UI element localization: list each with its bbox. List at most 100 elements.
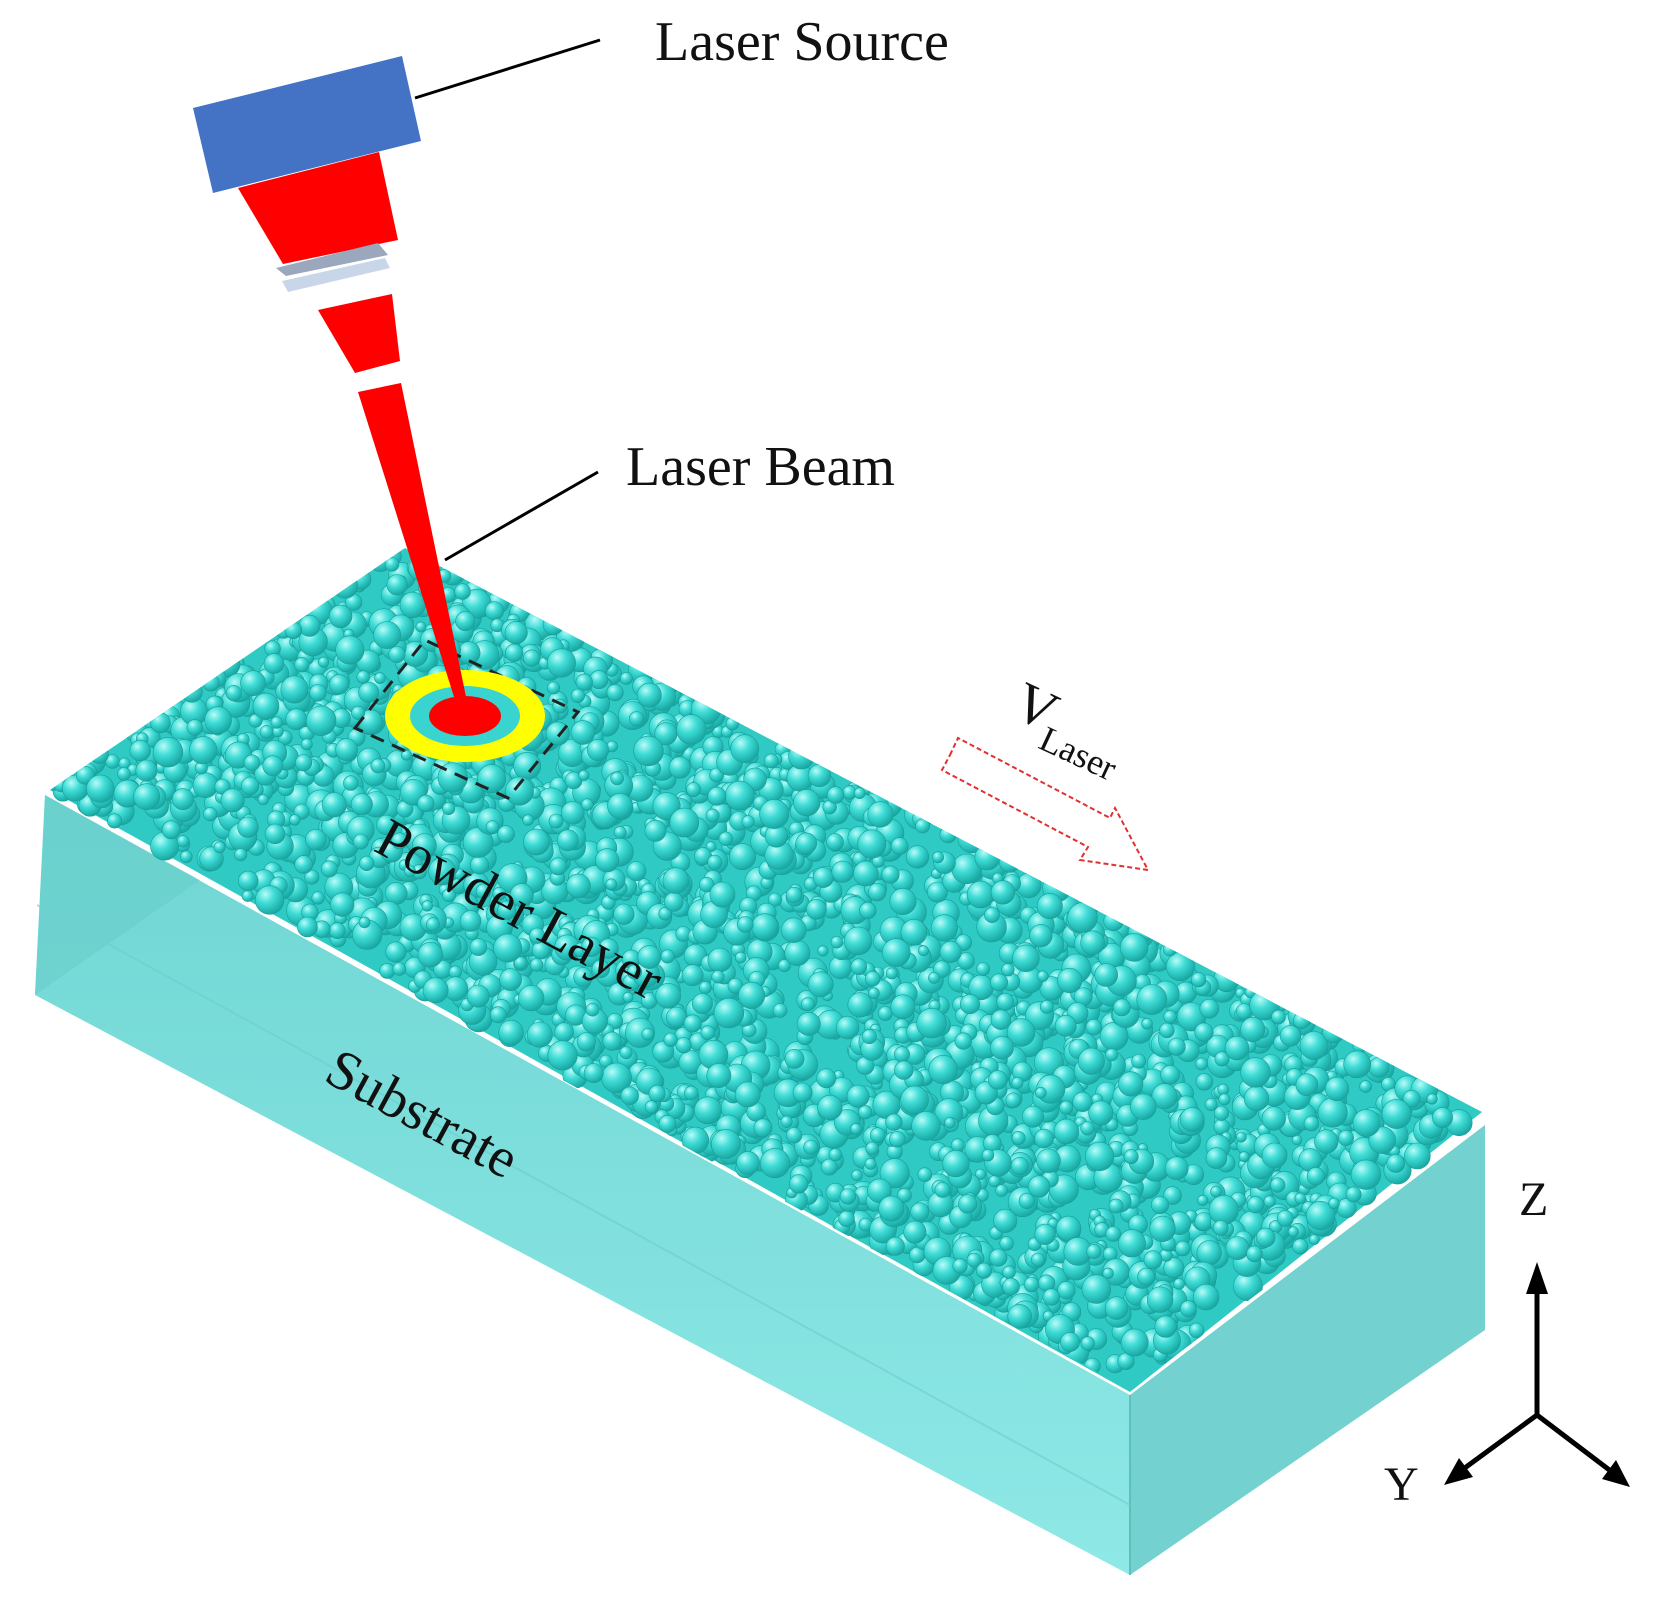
powder-particle [1295, 1073, 1319, 1096]
powder-particle [966, 880, 995, 909]
powder-particle [655, 982, 682, 1009]
powder-particle [1002, 1265, 1016, 1280]
powder-particle [1163, 1186, 1182, 1205]
powder-particle [879, 1158, 910, 1189]
powder-particle [1243, 1085, 1270, 1112]
powder-particle [417, 794, 435, 813]
powder-particle [707, 854, 723, 870]
powder-particle [225, 685, 242, 702]
powder-particle [186, 719, 204, 736]
powder-particle [1188, 1322, 1205, 1339]
powder-particle [644, 1100, 659, 1114]
powder-particle [683, 1014, 702, 1033]
powder-particle [785, 1127, 803, 1144]
powder-particle [885, 967, 898, 980]
powder-particle [1314, 1129, 1339, 1154]
powder-particle [867, 882, 887, 902]
powder-particle [1213, 1105, 1230, 1121]
powder-particle [1012, 944, 1040, 972]
powder-particle [605, 878, 618, 891]
powder-particle [853, 787, 866, 800]
powder-particle [411, 833, 437, 858]
powder-particle [358, 916, 371, 929]
powder-particle [957, 825, 986, 854]
powder-particle [1011, 1076, 1024, 1089]
powder-particle [728, 843, 756, 871]
powder-particle [1143, 1250, 1163, 1270]
powder-particle [391, 832, 409, 850]
powder-particle [305, 705, 337, 736]
powder-particle [442, 888, 456, 903]
powder-particle [867, 1178, 892, 1204]
powder-particle [1238, 1151, 1250, 1163]
powder-particle [1005, 1092, 1021, 1108]
powder-particle [928, 972, 940, 984]
powder-particle [1080, 1336, 1095, 1351]
powder-particle [897, 1188, 912, 1203]
powder-particle [1404, 1142, 1431, 1170]
powder-particle [280, 675, 309, 704]
powder-particle [581, 798, 594, 811]
powder-particle [485, 820, 500, 834]
powder-particle [741, 815, 755, 829]
powder-particle [1149, 1215, 1176, 1242]
powder-particle [1021, 1105, 1044, 1128]
powder-particle [257, 794, 269, 806]
powder-particle [857, 1105, 873, 1120]
powder-particle [709, 881, 736, 908]
powder-particle [117, 767, 131, 781]
powder-particle [930, 914, 959, 942]
powder-particle [626, 964, 642, 980]
powder-particle [1179, 1107, 1205, 1132]
powder-particle [252, 692, 280, 720]
powder-particle [698, 981, 712, 994]
powder-particle [570, 688, 586, 703]
powder-particle [459, 910, 482, 932]
powder-particle [1166, 952, 1196, 982]
lens-top [276, 243, 388, 276]
powder-particle [1123, 1149, 1139, 1165]
powder-particle [974, 1168, 987, 1180]
powder-particle [1328, 1197, 1340, 1210]
powder-particle [422, 977, 449, 1004]
powder-particle [335, 738, 358, 761]
powder-particle [927, 881, 948, 903]
powder-particle [1102, 1267, 1114, 1280]
powder-particle [1151, 1083, 1178, 1110]
powder-particle [1359, 1080, 1372, 1093]
powder-particle [373, 621, 402, 650]
powder-particle [1036, 893, 1063, 920]
powder-particle [861, 1029, 877, 1045]
powder-particle [1031, 1252, 1045, 1267]
powder-particle [546, 648, 576, 678]
powder-particle [1018, 1192, 1035, 1209]
powder-particle [343, 775, 359, 791]
powder-particle [817, 945, 829, 957]
powder-particle [161, 820, 181, 840]
powder-particle [954, 1032, 972, 1050]
powder-particle [1010, 1156, 1029, 1175]
powder-particle [1001, 963, 1015, 977]
powder-particle [352, 833, 369, 850]
powder-particle [241, 890, 254, 902]
z-axis-label: Z [1519, 1173, 1548, 1226]
powder-particle [1212, 1220, 1229, 1236]
powder-particle [934, 1182, 951, 1198]
powder-particle [589, 670, 609, 690]
powder-particle [542, 614, 564, 636]
powder-particle [328, 604, 353, 628]
powder-particle [1214, 1051, 1230, 1067]
powder-particle [1094, 963, 1118, 987]
powder-particle [1059, 1100, 1074, 1115]
powder-particle [1027, 1175, 1051, 1198]
powder-particle [370, 758, 386, 774]
powder-particle [135, 759, 158, 782]
powder-particle [1160, 1065, 1180, 1085]
powder-particle [181, 680, 203, 703]
powder-particle [767, 892, 782, 907]
substrate-front-face [35, 795, 1130, 1575]
laser-source [193, 56, 470, 716]
powder-particle [990, 880, 1016, 905]
powder-particle [1293, 1011, 1311, 1030]
laser-beam-label: Laser Beam [626, 436, 895, 498]
